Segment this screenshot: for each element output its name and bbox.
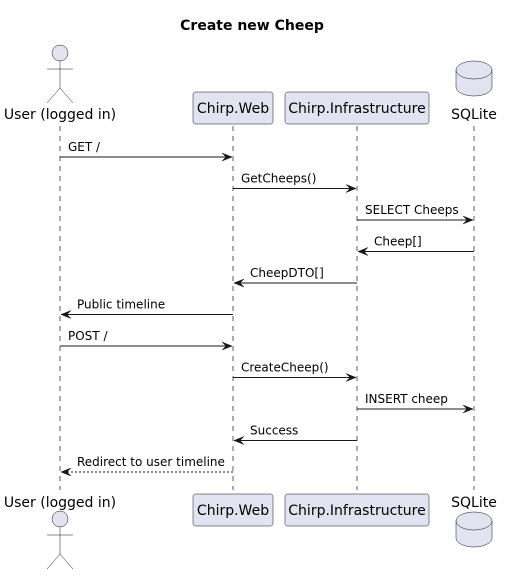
participant-web-bottom: Chirp.Web	[192, 493, 274, 527]
arrowhead-icon	[60, 467, 72, 477]
message-label: Success	[250, 424, 298, 438]
participant-infra-top: Chirp.Infrastructure	[284, 91, 430, 125]
message-2: GetCheeps()	[233, 172, 357, 193]
message-label: GetCheeps()	[241, 172, 316, 186]
message-4: Cheep[]	[357, 235, 474, 256]
database-icon	[455, 60, 493, 97]
lifelines	[59, 126, 475, 490]
actor-icon	[46, 44, 74, 104]
message-label: CheepDTO[]	[250, 266, 324, 280]
actor-icon	[46, 510, 74, 570]
message-10: Success	[233, 424, 357, 445]
participant-user-top: User (logged in)	[4, 44, 116, 123]
message-9: INSERT cheep	[357, 392, 474, 414]
participant-infra-bottom: Chirp.Infrastructure	[284, 493, 430, 527]
message-label: Redirect to user timeline	[77, 455, 225, 469]
message-label: Cheep[]	[374, 235, 422, 249]
arrowhead-icon	[221, 152, 233, 162]
arrowhead-icon	[462, 215, 474, 225]
participant-db-bottom: SQLite	[451, 495, 497, 548]
message-3: SELECT Cheeps	[357, 203, 474, 225]
participant-label: User (logged in)	[4, 107, 116, 123]
arrowhead-icon	[345, 184, 357, 193]
message-label: INSERT cheep	[365, 392, 448, 406]
participant-label: Chirp.Infrastructure	[288, 503, 425, 519]
arrowhead-icon	[221, 341, 233, 351]
participant-label: User (logged in)	[4, 495, 116, 511]
message-5: CheepDTO[]	[233, 266, 357, 288]
arrowhead-icon	[345, 373, 357, 382]
message-label: GET /	[68, 140, 101, 154]
arrowhead-icon	[233, 436, 245, 445]
message-label: SELECT Cheeps	[365, 203, 459, 217]
participant-box	[284, 91, 430, 125]
arrowhead-icon	[357, 247, 369, 256]
message-1: GET /	[60, 140, 233, 162]
message-label: Public timeline	[77, 298, 165, 312]
participant-label: SQLite	[451, 107, 497, 123]
participant-label: SQLite	[451, 495, 497, 511]
message-6: Public timeline	[60, 298, 233, 319]
database-icon	[455, 511, 493, 548]
message-7: POST /	[60, 329, 233, 351]
participant-label: Chirp.Web	[197, 503, 269, 519]
participant-label: Chirp.Infrastructure	[288, 101, 425, 117]
participant-box	[284, 493, 430, 527]
message-label: POST /	[68, 329, 108, 343]
message-label: CreateCheep()	[241, 361, 329, 375]
participant-headers: User (logged in) User (logged in) Chirp.We…	[4, 44, 497, 570]
participant-label: Chirp.Web	[197, 101, 269, 117]
participant-box	[192, 493, 274, 527]
participant-db-top: SQLite	[451, 60, 497, 123]
participant-web-top: Chirp.Web	[192, 91, 274, 125]
arrowhead-icon	[462, 404, 474, 414]
message-8: CreateCheep()	[233, 361, 357, 382]
participant-user-bottom: User (logged in)	[4, 495, 116, 570]
arrowhead-icon	[60, 310, 72, 319]
arrowhead-icon	[233, 278, 245, 288]
diagram-title: Create new Cheep	[180, 18, 324, 34]
message-11: Redirect to user timeline	[60, 455, 233, 477]
participant-box	[192, 91, 274, 125]
